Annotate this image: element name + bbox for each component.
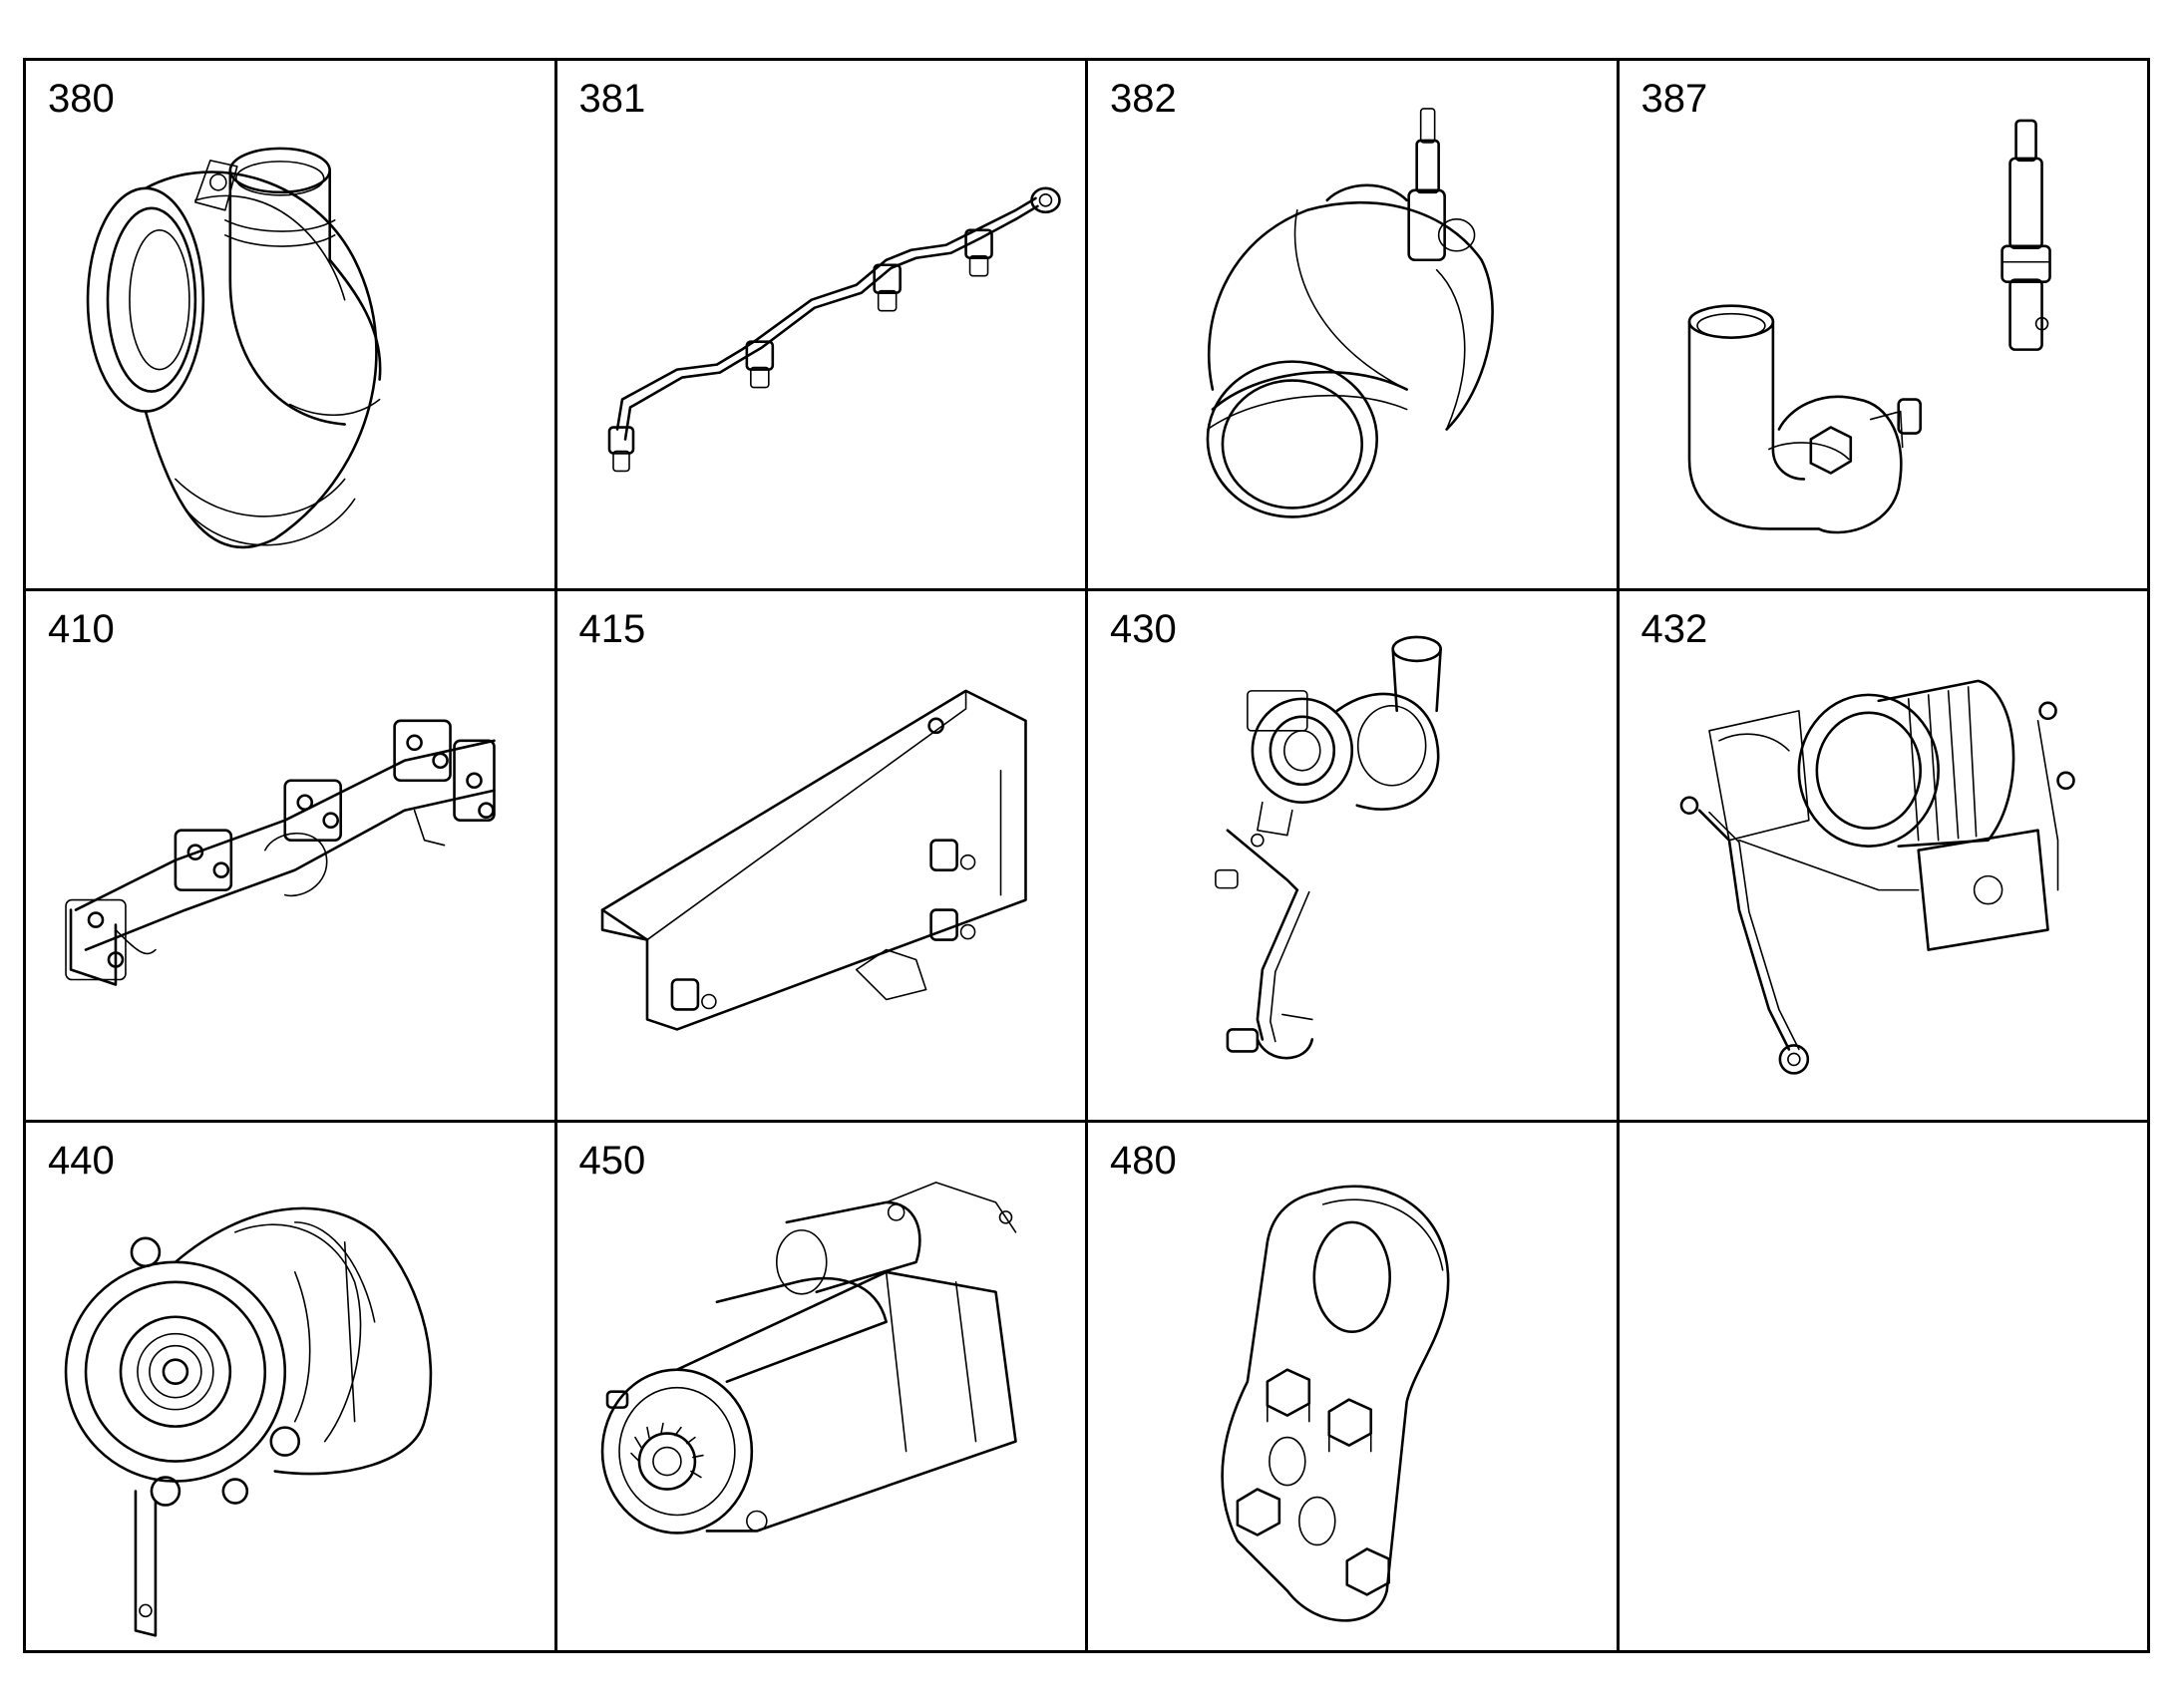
turbocharger-assembly-illustration [1215,635,1442,1060]
injector-fuel-line-illustration [607,186,1061,473]
part-number: 387 [1640,77,1708,121]
lifting-bracket-illustration [1221,1185,1450,1622]
part-number: 480 [1110,1138,1177,1183]
part-cell-415[interactable]: 415 [556,591,1088,1123]
part-number: 415 [578,607,646,652]
part-cell-410[interactable]: 410 [26,591,557,1123]
elbow-pipe-and-fitting-illustration [1687,119,2051,534]
turbocharger-elbow-illustration [86,147,382,549]
heat-shield-illustration [600,689,1027,1032]
throttle-valve-assembly-illustration [1679,679,2075,1076]
exhaust-manifold-illustration [65,719,496,987]
starter-motor-illustration [600,1181,1017,1535]
part-cell-480[interactable]: 480 [1088,1122,1620,1653]
part-number: 410 [48,607,115,652]
part-number: 382 [1110,77,1177,121]
alternator-illustration [64,1206,433,1637]
part-number: 381 [578,77,646,121]
part-cell-380[interactable]: 380 [26,61,557,592]
part-number: 450 [578,1138,646,1183]
part-cell-382[interactable]: 382 [1088,61,1620,592]
part-cell-432[interactable]: 432 [1619,591,2150,1123]
part-cell-387[interactable]: 387 [1619,61,2150,592]
part-number: 430 [1110,607,1177,652]
part-number: 432 [1640,607,1708,652]
part-number: 440 [48,1138,115,1183]
turbo-outlet-elbow-illustration [1206,108,1494,518]
part-cell-430[interactable]: 430 [1088,591,1620,1123]
part-cell-440[interactable]: 440 [26,1122,557,1653]
empty-cell [1619,1122,2150,1653]
part-cell-450[interactable]: 450 [556,1122,1088,1653]
parts-grid: 380 381 [23,58,2150,1653]
part-number: 380 [48,77,115,121]
part-cell-381[interactable]: 381 [556,61,1088,592]
